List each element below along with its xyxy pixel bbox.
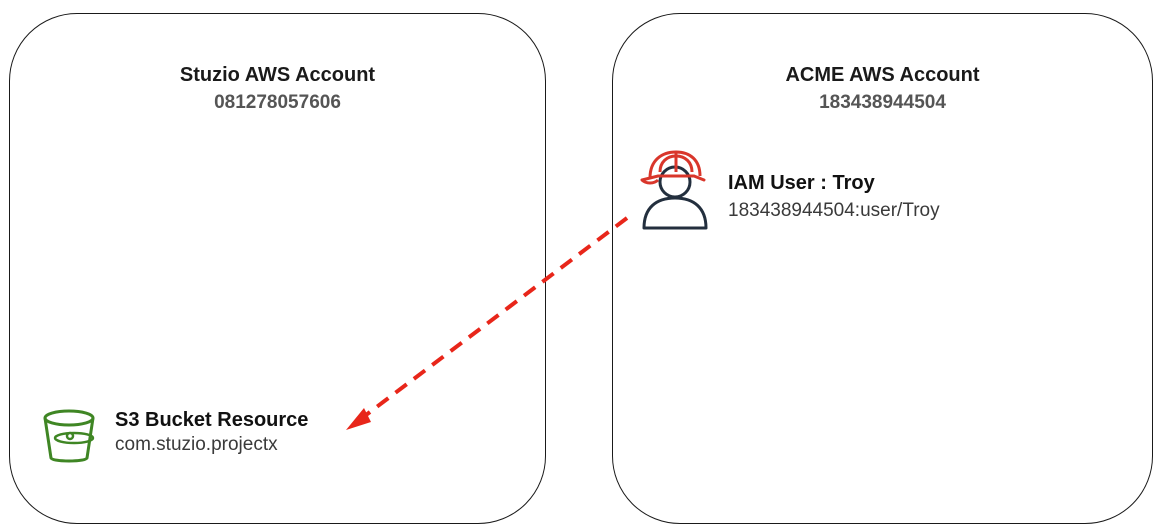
iam-user-label: IAM User : Troy bbox=[728, 172, 875, 194]
acme-account-id: 183438944504 bbox=[819, 92, 946, 113]
iam-user-icon bbox=[640, 150, 708, 230]
stuzio-account-title: Stuzio AWS Account bbox=[179, 64, 376, 86]
s3-bucket-name: com.stuzio.projectx bbox=[115, 434, 278, 455]
s3-bucket-icon bbox=[43, 409, 95, 463]
iam-user-arn: 183438944504:user/Troy bbox=[728, 200, 940, 221]
acme-account-box: ACME AWS Account 183438944504 bbox=[612, 13, 1153, 524]
acme-account-title: ACME AWS Account bbox=[785, 64, 980, 86]
s3-bucket-label: S3 Bucket Resource bbox=[115, 409, 309, 431]
stuzio-account-id: 081278057606 bbox=[214, 92, 341, 113]
